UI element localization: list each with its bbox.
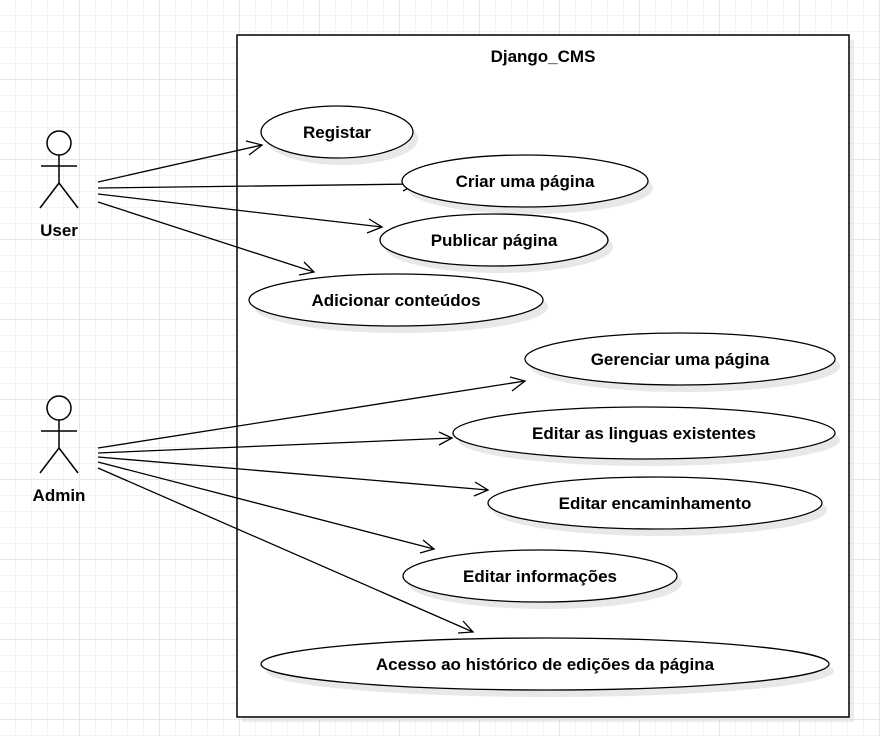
use-case-adicionar-conteudos[interactable]: Adicionar conteúdos: [248, 273, 548, 333]
actor-label: Admin: [33, 486, 86, 505]
association-admin-editar-encaminhamento[interactable]: [97, 456, 490, 497]
stick-figure-icon: [39, 130, 79, 209]
use-case-label: Publicar página: [431, 231, 558, 250]
use-case-editar-linguas[interactable]: Editar as linguas existentes: [452, 406, 840, 466]
association-user-adicionar[interactable]: [97, 201, 316, 276]
association-admin-gerenciar[interactable]: [97, 376, 527, 449]
use-case-label: Gerenciar uma página: [591, 350, 770, 369]
association-user-publicar[interactable]: [97, 193, 384, 234]
association-user-registar[interactable]: [97, 140, 264, 183]
use-case-gerenciar-pagina[interactable]: Gerenciar uma página: [524, 332, 840, 392]
use-case-criar-pagina[interactable]: Criar uma página: [401, 154, 653, 214]
use-case-acesso-historico[interactable]: Acesso ao histórico de edições da página: [260, 637, 834, 697]
use-case-registar[interactable]: Registar: [260, 105, 418, 165]
use-case-editar-informacoes[interactable]: Editar informações: [402, 549, 682, 609]
system-title: Django_CMS: [491, 47, 596, 66]
use-case-label: Registar: [303, 123, 371, 142]
stick-figure-icon: [39, 395, 79, 474]
actor-admin[interactable]: Admin: [33, 395, 86, 505]
use-case-label: Editar encaminhamento: [559, 494, 752, 513]
use-case-label: Editar as linguas existentes: [532, 424, 756, 443]
use-case-label: Criar uma página: [456, 172, 595, 191]
actor-label: User: [40, 221, 78, 240]
use-case-label: Editar informações: [463, 567, 617, 586]
association-admin-editar-linguas[interactable]: [97, 431, 454, 454]
use-case-label: Adicionar conteúdos: [311, 291, 480, 310]
use-case-publicar-pagina[interactable]: Publicar página: [379, 213, 613, 273]
association-admin-acesso-historico[interactable]: [97, 467, 475, 634]
actor-user[interactable]: User: [39, 130, 79, 240]
use-case-label: Acesso ao histórico de edições da página: [376, 655, 715, 674]
association-admin-editar-informacoes[interactable]: [97, 461, 436, 554]
use-case-editar-encaminhamento[interactable]: Editar encaminhamento: [487, 476, 827, 536]
